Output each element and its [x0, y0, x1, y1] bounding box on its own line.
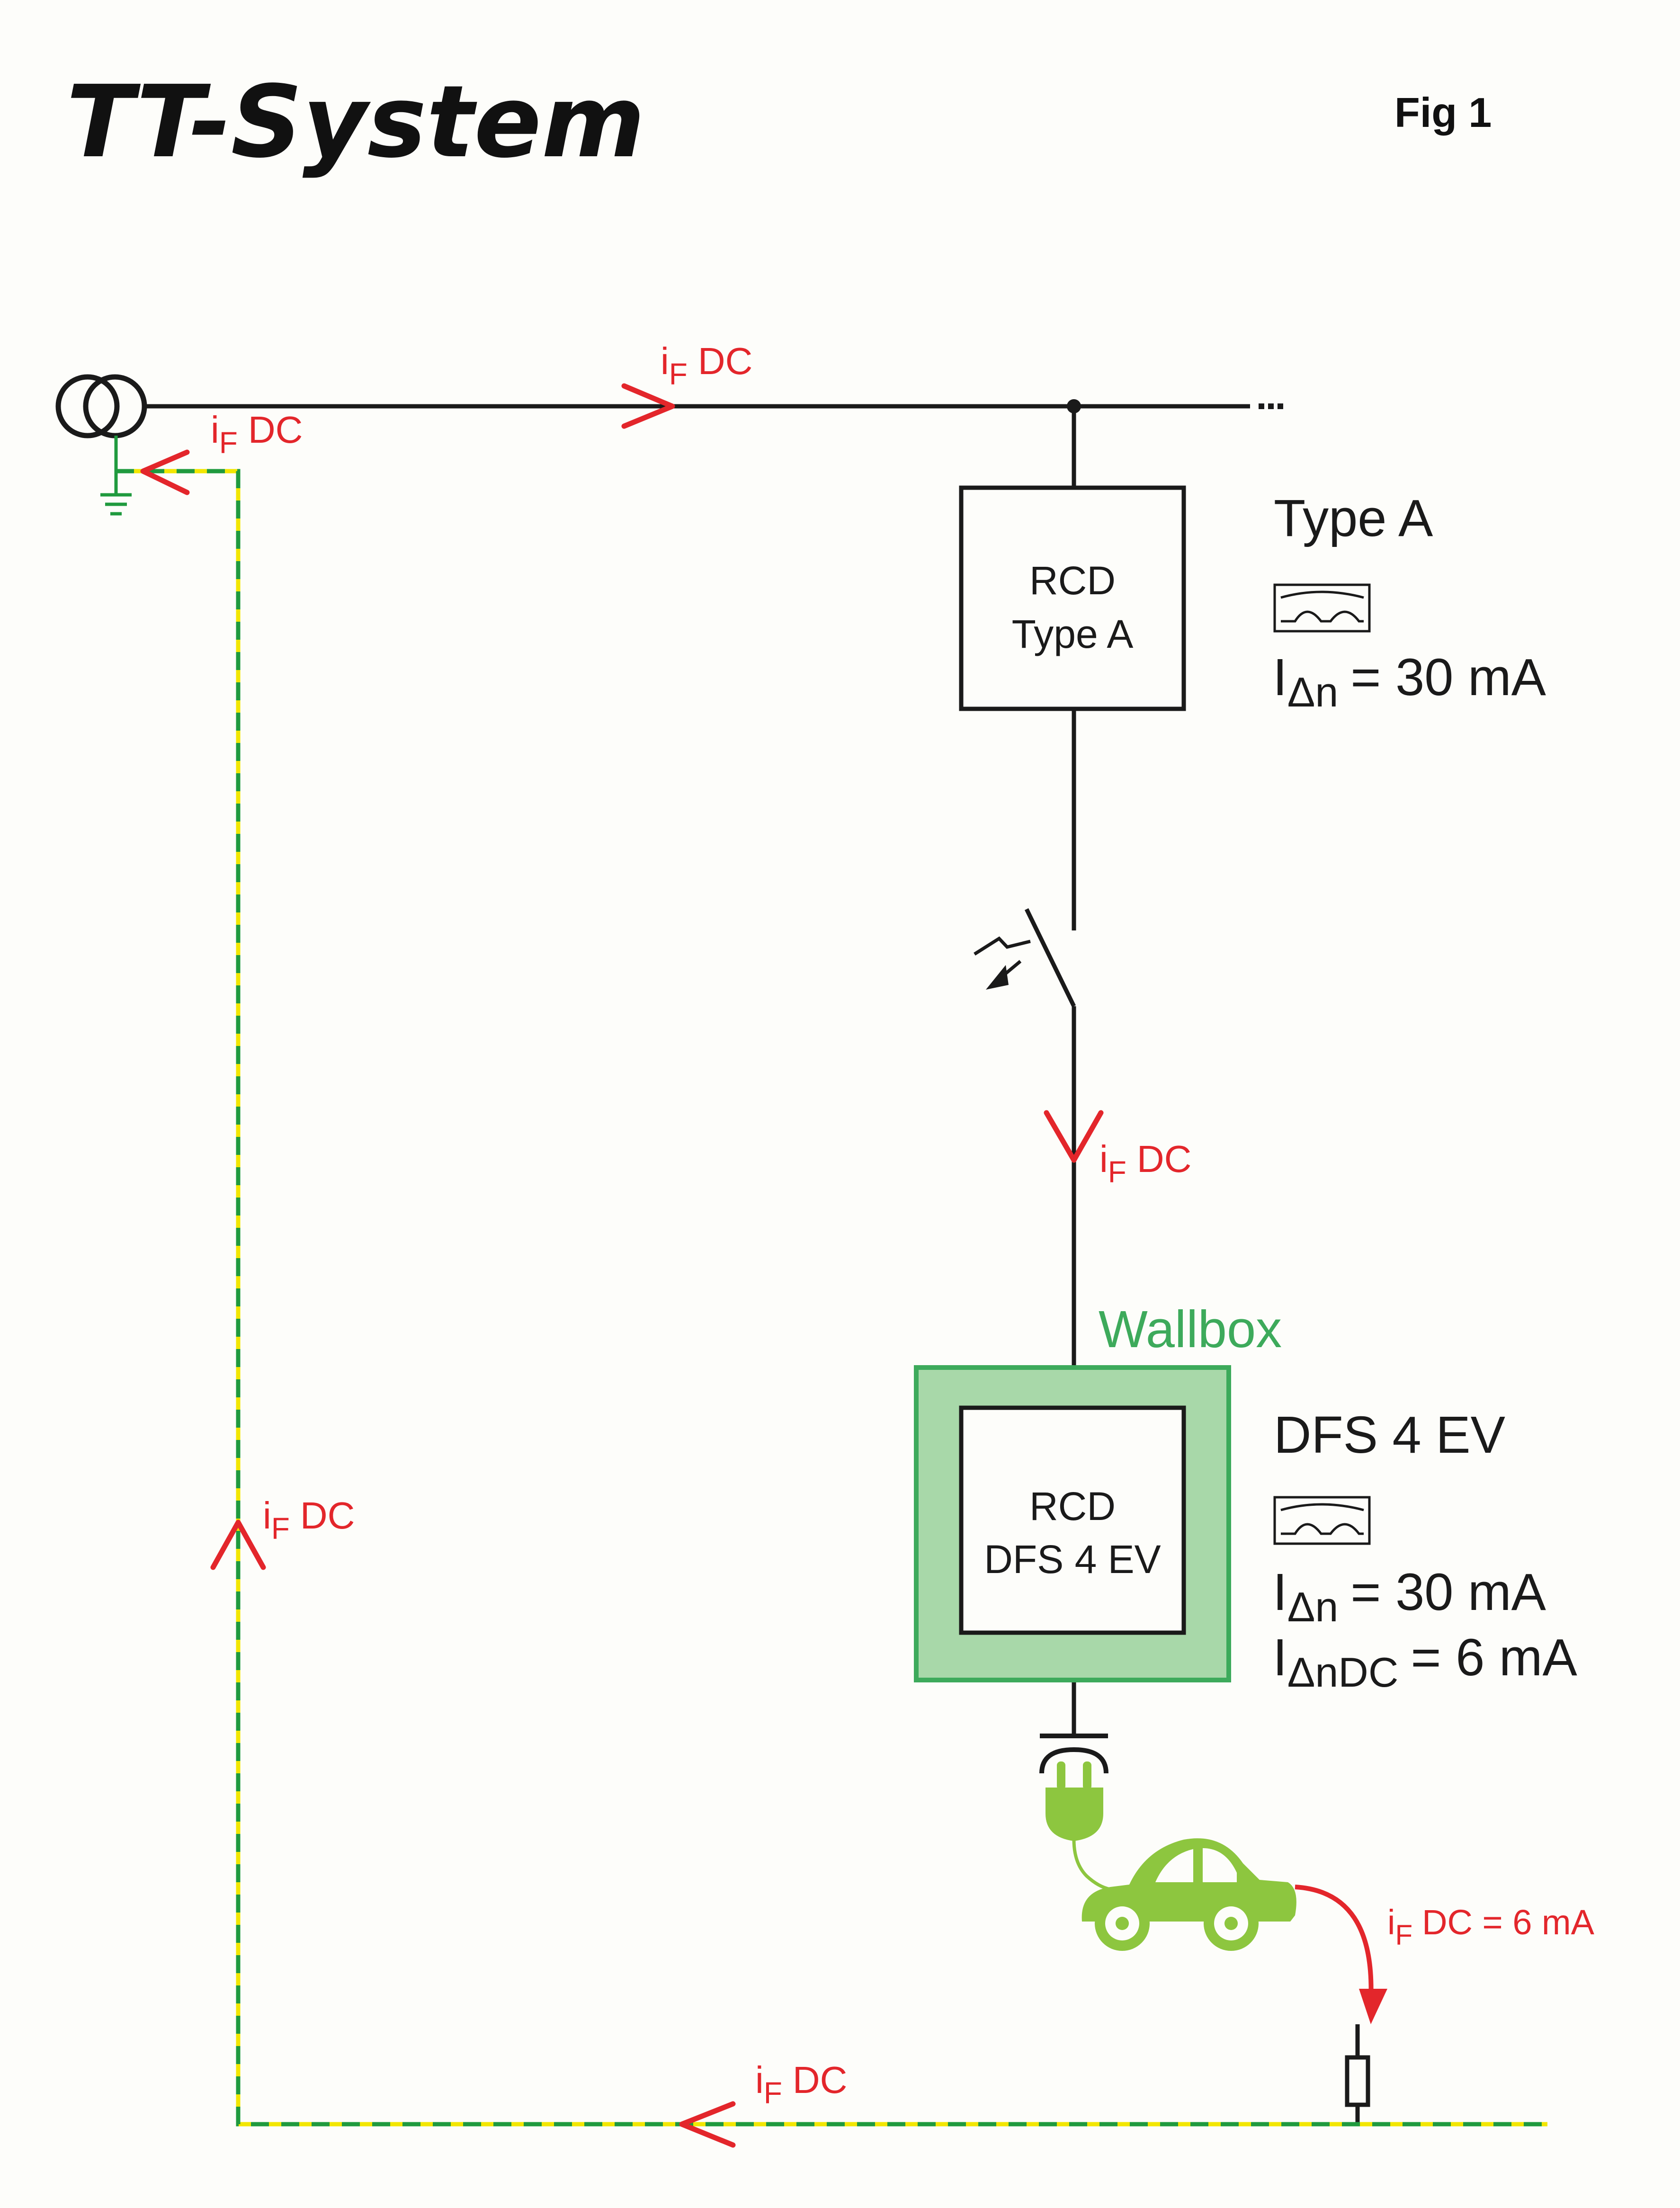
car-fault-path	[1295, 1885, 1374, 2001]
wallbox: RCD DFS 4 EV Wallbox	[914, 1300, 1282, 1682]
rcd-type-a-box	[959, 485, 1186, 711]
resistor-icon	[1345, 2024, 1370, 2124]
arrow-source-icon	[140, 449, 190, 495]
switch-icon	[974, 908, 1076, 1007]
arrow-feeder-icon	[1044, 1110, 1104, 1163]
transformer-icon	[55, 374, 147, 438]
wallbox-label: Wallbox	[1099, 1300, 1282, 1359]
type-a-rating-sub: Δn	[1287, 669, 1339, 715]
waveform-icon	[1273, 1496, 1371, 1545]
arrow-main-line-icon	[621, 383, 675, 429]
dfs-dc-rating: IΔnDC= 6 mA	[1273, 1628, 1578, 1696]
waveform-icon	[1273, 583, 1371, 633]
type-a-rating-value: = 30 mA	[1350, 648, 1546, 706]
line-continuation-dots	[1259, 403, 1283, 409]
switch-arrow-icon	[986, 965, 1009, 990]
arrow-pe-bottom-icon	[679, 2101, 736, 2148]
diagram-title: TT-System	[66, 64, 645, 180]
socket-icon	[1039, 1734, 1108, 1774]
dfs-rating: IΔn= 30 mA	[1273, 1563, 1546, 1630]
fault-arrows	[140, 383, 1104, 2148]
rcd-type-a-line1: RCD	[1029, 558, 1116, 603]
plug-icon	[1046, 1761, 1111, 1891]
rcd-dfs-line2: DFS 4 EV	[984, 1537, 1161, 1582]
rcd-type-a: RCD Type A	[959, 485, 1186, 711]
rcd-dfs-line1: RCD	[1029, 1484, 1116, 1529]
arrow-pe-vertical-icon	[210, 1520, 266, 1570]
dfs-dc-rating-sub: ΔnDC	[1287, 1649, 1399, 1696]
car-fault-arrow-icon	[1359, 1989, 1387, 2024]
dfs-rating-sub: Δn	[1287, 1583, 1339, 1630]
rcd-dfs-box	[959, 1405, 1186, 1635]
earth-ground-icon	[100, 436, 132, 516]
type-a-rating: IΔn= 30 mA	[1273, 648, 1546, 715]
figure-label: Fig 1	[1394, 89, 1492, 136]
pe-conductor	[116, 469, 1547, 2127]
type-a-heading: Type A	[1274, 489, 1433, 547]
dfs-dc-rating-value: = 6 mA	[1411, 1628, 1577, 1687]
dfs-heading: DFS 4 EV	[1274, 1406, 1505, 1464]
rcd-type-a-line2: Type A	[1012, 612, 1134, 656]
dfs-rating-value: = 30 mA	[1350, 1563, 1546, 1621]
car-icon	[1081, 1838, 1296, 1951]
